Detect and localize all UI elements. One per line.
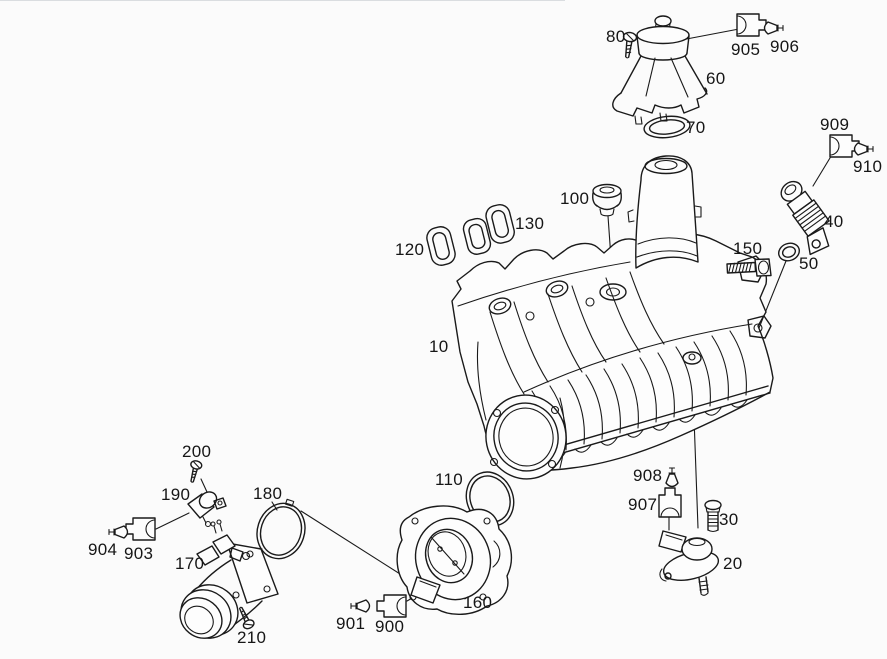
screw-30 — [705, 501, 721, 532]
screw-200 — [187, 460, 203, 484]
camshaft-sensor-40 — [768, 176, 840, 257]
part-label-907: 907 — [628, 495, 658, 514]
grommet-100 — [593, 185, 622, 216]
o-ring-180 — [250, 493, 313, 565]
throttle-flange — [478, 388, 574, 487]
connector-900 — [377, 595, 406, 617]
part-label-40: 40 — [824, 212, 844, 231]
part-label-905: 905 — [731, 40, 761, 59]
pressure-sensor-20 — [659, 531, 721, 595]
part-label-100: 100 — [560, 189, 590, 208]
o-ring-110 — [458, 465, 521, 533]
connector-907 — [659, 488, 681, 517]
bolt-150 — [727, 259, 771, 276]
part-label-20: 20 — [723, 554, 743, 573]
part-label-70: 70 — [686, 118, 706, 137]
plug-904 — [109, 526, 128, 538]
gasket-120 — [425, 225, 457, 268]
part-label-909: 909 — [820, 115, 850, 134]
part-label-130: 130 — [515, 214, 545, 233]
part-label-30: 30 — [719, 510, 739, 529]
throttle-body-160 — [397, 506, 511, 614]
gasket-130 — [460, 203, 518, 257]
part-label-910: 910 — [853, 157, 883, 176]
manifold-tower — [628, 156, 701, 268]
part-label-903: 903 — [124, 544, 154, 563]
part-label-906: 906 — [770, 37, 800, 56]
part-label-900: 900 — [375, 617, 405, 636]
top-border-line — [0, 0, 565, 1]
part-label-904: 904 — [88, 540, 118, 559]
part-label-80: 80 — [606, 27, 626, 46]
part-label-10: 10 — [429, 337, 449, 356]
plug-901 — [351, 600, 370, 612]
throttle-actuator-170 — [171, 520, 278, 648]
part-label-150: 150 — [733, 239, 763, 258]
screw-80 — [621, 32, 637, 59]
seal-ring-70 — [643, 114, 691, 140]
part-label-180: 180 — [253, 484, 283, 503]
plug-908 — [666, 468, 678, 487]
temperature-sensor-190 — [188, 489, 226, 527]
part-label-110: 110 — [435, 470, 464, 489]
connector-905 — [737, 14, 766, 36]
connector-903 — [126, 518, 155, 540]
deck-ports — [487, 278, 626, 320]
part-label-50: 50 — [799, 254, 819, 273]
part-label-120: 120 — [395, 240, 425, 259]
part-label-170: 170 — [175, 554, 205, 573]
screw-210 — [236, 605, 256, 630]
part-label-908: 908 — [633, 466, 663, 485]
plug-906 — [765, 22, 784, 34]
intake-manifold-body — [452, 156, 773, 486]
part-label-160: 160 — [463, 593, 493, 612]
intake-air-duct-60 — [613, 16, 707, 124]
part-label-901: 901 — [336, 614, 366, 633]
part-label-210: 210 — [237, 628, 267, 647]
runner-arms — [490, 272, 664, 468]
o-ring-50 — [776, 240, 802, 263]
part-label-190: 190 — [161, 485, 191, 504]
part-label-60: 60 — [706, 69, 726, 88]
part-label-200: 200 — [182, 442, 212, 461]
plug-910 — [855, 143, 874, 155]
